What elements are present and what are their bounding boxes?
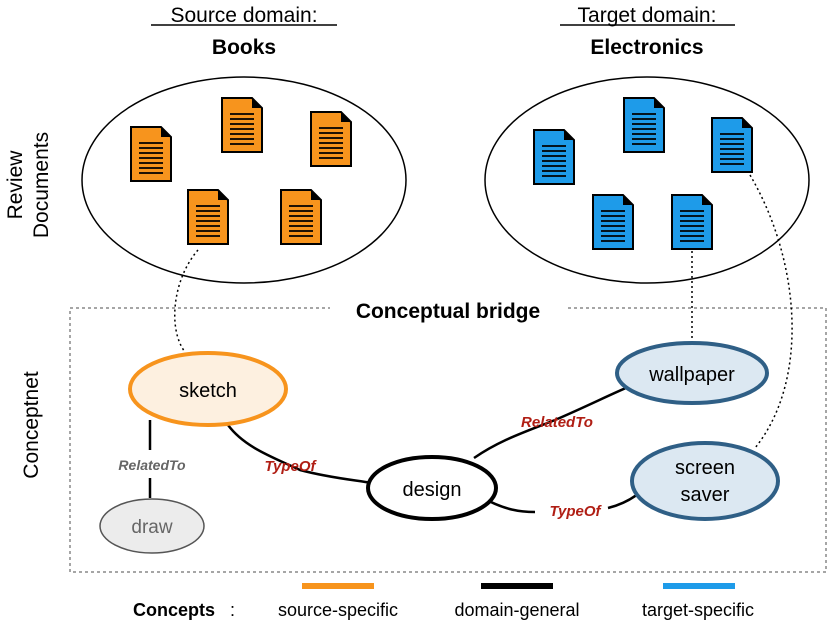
concept-node-draw [99, 498, 205, 554]
document-icon [130, 126, 172, 182]
target-documents-ellipse [484, 76, 810, 284]
document-icon [310, 111, 352, 167]
document-icon [187, 189, 229, 245]
concept-node-design [366, 455, 498, 521]
relation-label-sketch-design: TypeOf [264, 458, 317, 475]
document-icon [671, 194, 713, 250]
concept-label-draw: draw [131, 517, 172, 538]
edge-sketch-design [226, 424, 373, 485]
legend-label-source: source-specific [278, 600, 398, 620]
concept-node-sketch [128, 351, 288, 427]
relation-label-design-wallpaper: RelatedTo [521, 414, 593, 431]
concept-label-wallpaper: wallpaper [648, 364, 735, 386]
legend-swatch-source [302, 583, 374, 589]
document-icon [623, 97, 665, 153]
legend-title: Concepts [133, 600, 215, 620]
document-icon [592, 194, 634, 250]
document-icon [533, 129, 575, 185]
legend-swatch-target [663, 583, 735, 589]
review-label-line1: Review [4, 150, 27, 220]
concept-node-screen-saver [630, 441, 780, 521]
review-label-line2: Documents [30, 132, 53, 238]
bridge-title-background [330, 296, 566, 322]
document-icon [221, 97, 263, 153]
document-icon [280, 189, 322, 245]
legend-title-colon: : [230, 600, 235, 620]
target-domain-name: Electronics [590, 36, 703, 59]
concept-label-screen: screen [675, 457, 735, 479]
target-domain-label: Target domain: [578, 4, 717, 27]
concept-label-design: design [403, 479, 462, 501]
document-icon [711, 117, 753, 173]
legend-swatch-general [481, 583, 553, 589]
bridge-title: Conceptual bridge [356, 300, 540, 323]
concept-label-sketch: sketch [179, 380, 237, 402]
legend-label-general: domain-general [454, 600, 579, 620]
edge-design-wallpaper [473, 380, 641, 460]
concept-label-saver: saver [681, 484, 730, 506]
relation-label-design-screensaver: TypeOf [549, 503, 602, 520]
legend-label-target: target-specific [642, 600, 754, 620]
source-documents-ellipse [81, 76, 407, 284]
link-doc-sketch [174, 249, 199, 353]
conceptnet-label: Conceptnet [20, 371, 43, 479]
relation-label-sketch-draw: RelatedTo [118, 457, 186, 473]
source-domain-name: Books [212, 36, 276, 59]
concept-node-wallpaper [615, 341, 769, 405]
source-domain-label: Source domain: [170, 4, 317, 27]
link-doc-screensaver [749, 174, 793, 449]
